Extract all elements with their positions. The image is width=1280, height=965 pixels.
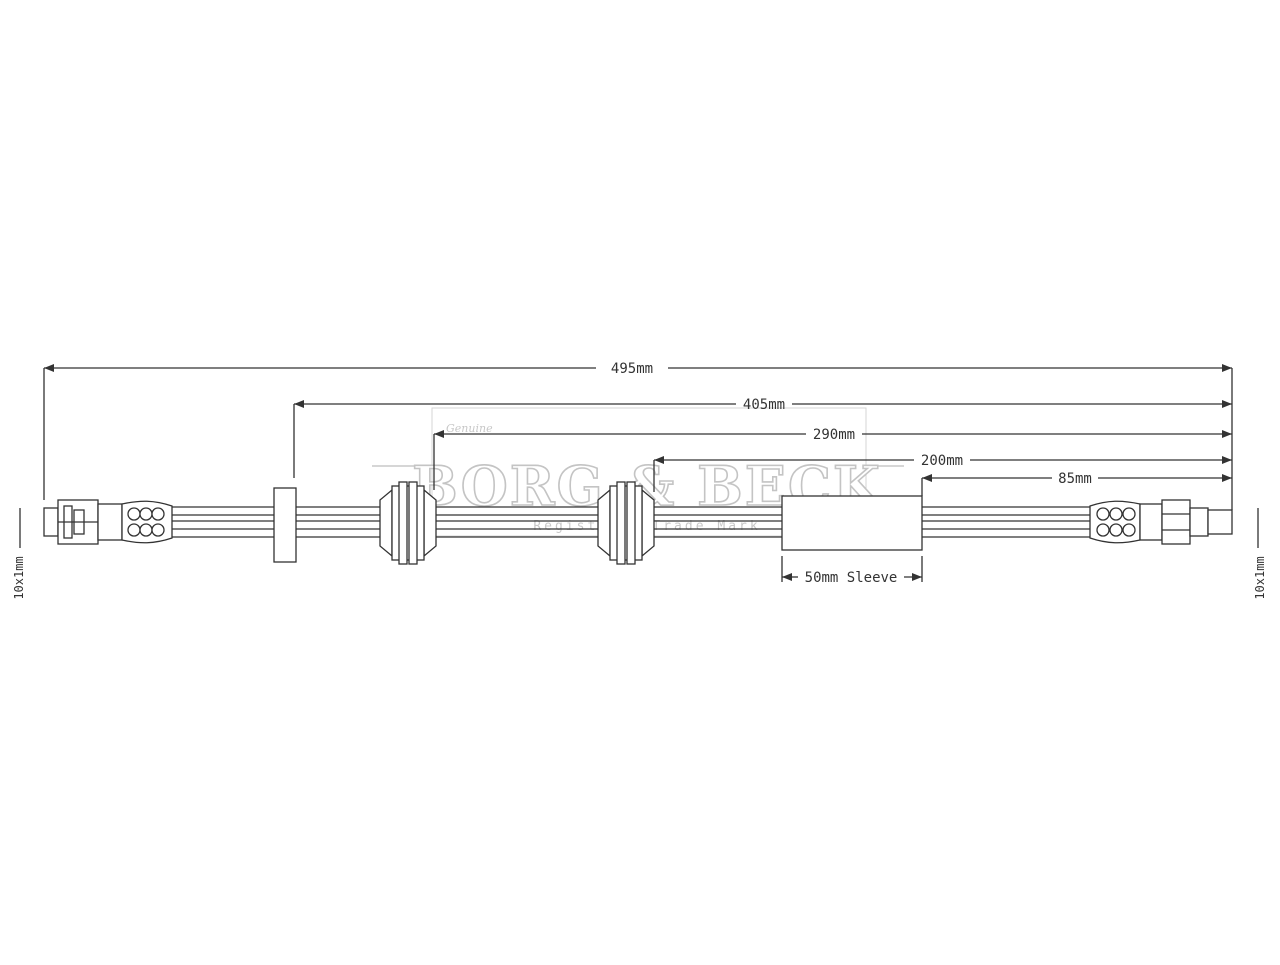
left-fitting [43, 499, 173, 545]
dimension-405 [293, 400, 1232, 478]
right-fitting [1089, 499, 1233, 545]
label-85: 85mm [1058, 471, 1092, 487]
grommet-2 [597, 481, 655, 565]
dimension-495 [43, 364, 1233, 510]
label-290: 290mm [813, 427, 855, 443]
label-200: 200mm [921, 453, 963, 469]
label-right-thread: 10x1mm [1253, 556, 1267, 599]
label-405: 405mm [743, 397, 785, 413]
dimension-sleeve [781, 556, 923, 582]
bracket-collar [273, 487, 297, 563]
label-left-thread: 10x1mm [12, 556, 26, 599]
dimension-290 [433, 430, 1232, 490]
grommet-1 [379, 481, 437, 565]
label-495: 495mm [611, 361, 653, 377]
dimension-200 [653, 456, 1232, 492]
watermark-script: Genuine [446, 422, 493, 435]
dimension-85 [921, 474, 1232, 496]
protective-sleeve [781, 495, 923, 551]
dimension-lines [19, 364, 1259, 582]
label-sleeve: 50mm Sleeve [805, 570, 898, 586]
